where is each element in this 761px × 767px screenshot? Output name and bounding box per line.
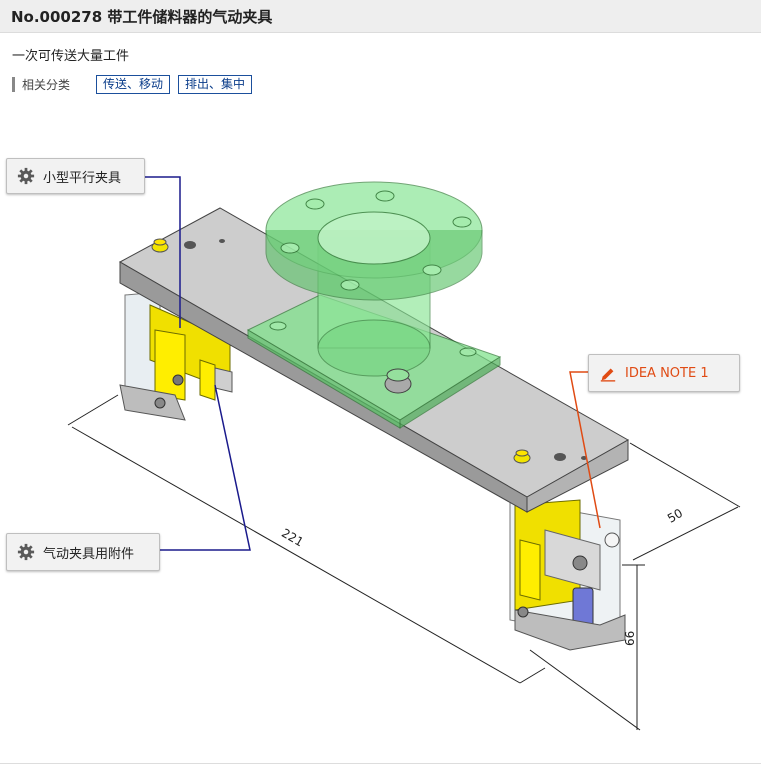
related-categories: 相关分类 传送、移动 排出、集中 bbox=[12, 74, 260, 94]
dimension-lines bbox=[67, 394, 741, 731]
dimension-height: 66 bbox=[623, 631, 637, 646]
leader-lines bbox=[144, 176, 601, 551]
label-marker bbox=[12, 76, 15, 92]
page-subtitle: 一次可传送大量工件 bbox=[12, 49, 130, 64]
callout-label: IDEA NOTE 1 bbox=[625, 365, 709, 381]
left-gripper bbox=[119, 291, 233, 421]
title-bar: No.000278 带工件储料器的气动夹具 bbox=[0, 0, 761, 33]
right-gripper bbox=[509, 499, 626, 651]
dimension-width: 50 bbox=[665, 506, 685, 526]
gripper-illustration: 221 50 66 bbox=[67, 176, 741, 731]
work-stocker bbox=[246, 181, 502, 429]
callout-pneumatic-gripper-attachment[interactable]: 气动夹具用附件 bbox=[6, 533, 160, 571]
callout-label: 小型平行夹具 bbox=[43, 170, 122, 186]
callout-small-parallel-gripper[interactable]: 小型平行夹具 bbox=[6, 158, 145, 194]
page-title: No.000278 带工件储料器的气动夹具 bbox=[11, 8, 273, 26]
tag-discharge[interactable]: 排出、集中 bbox=[178, 74, 253, 94]
callout-label: 气动夹具用附件 bbox=[43, 546, 135, 562]
related-label: 相关分类 bbox=[22, 77, 71, 92]
dimension-length: 221 bbox=[279, 526, 306, 550]
bottom-divider bbox=[0, 763, 761, 764]
tag-transport[interactable]: 传送、移动 bbox=[96, 74, 171, 94]
pencil-icon bbox=[600, 368, 616, 382]
gear-icon bbox=[17, 167, 35, 185]
gear-icon bbox=[17, 543, 35, 561]
callout-idea-note[interactable]: IDEA NOTE 1 bbox=[588, 354, 740, 392]
